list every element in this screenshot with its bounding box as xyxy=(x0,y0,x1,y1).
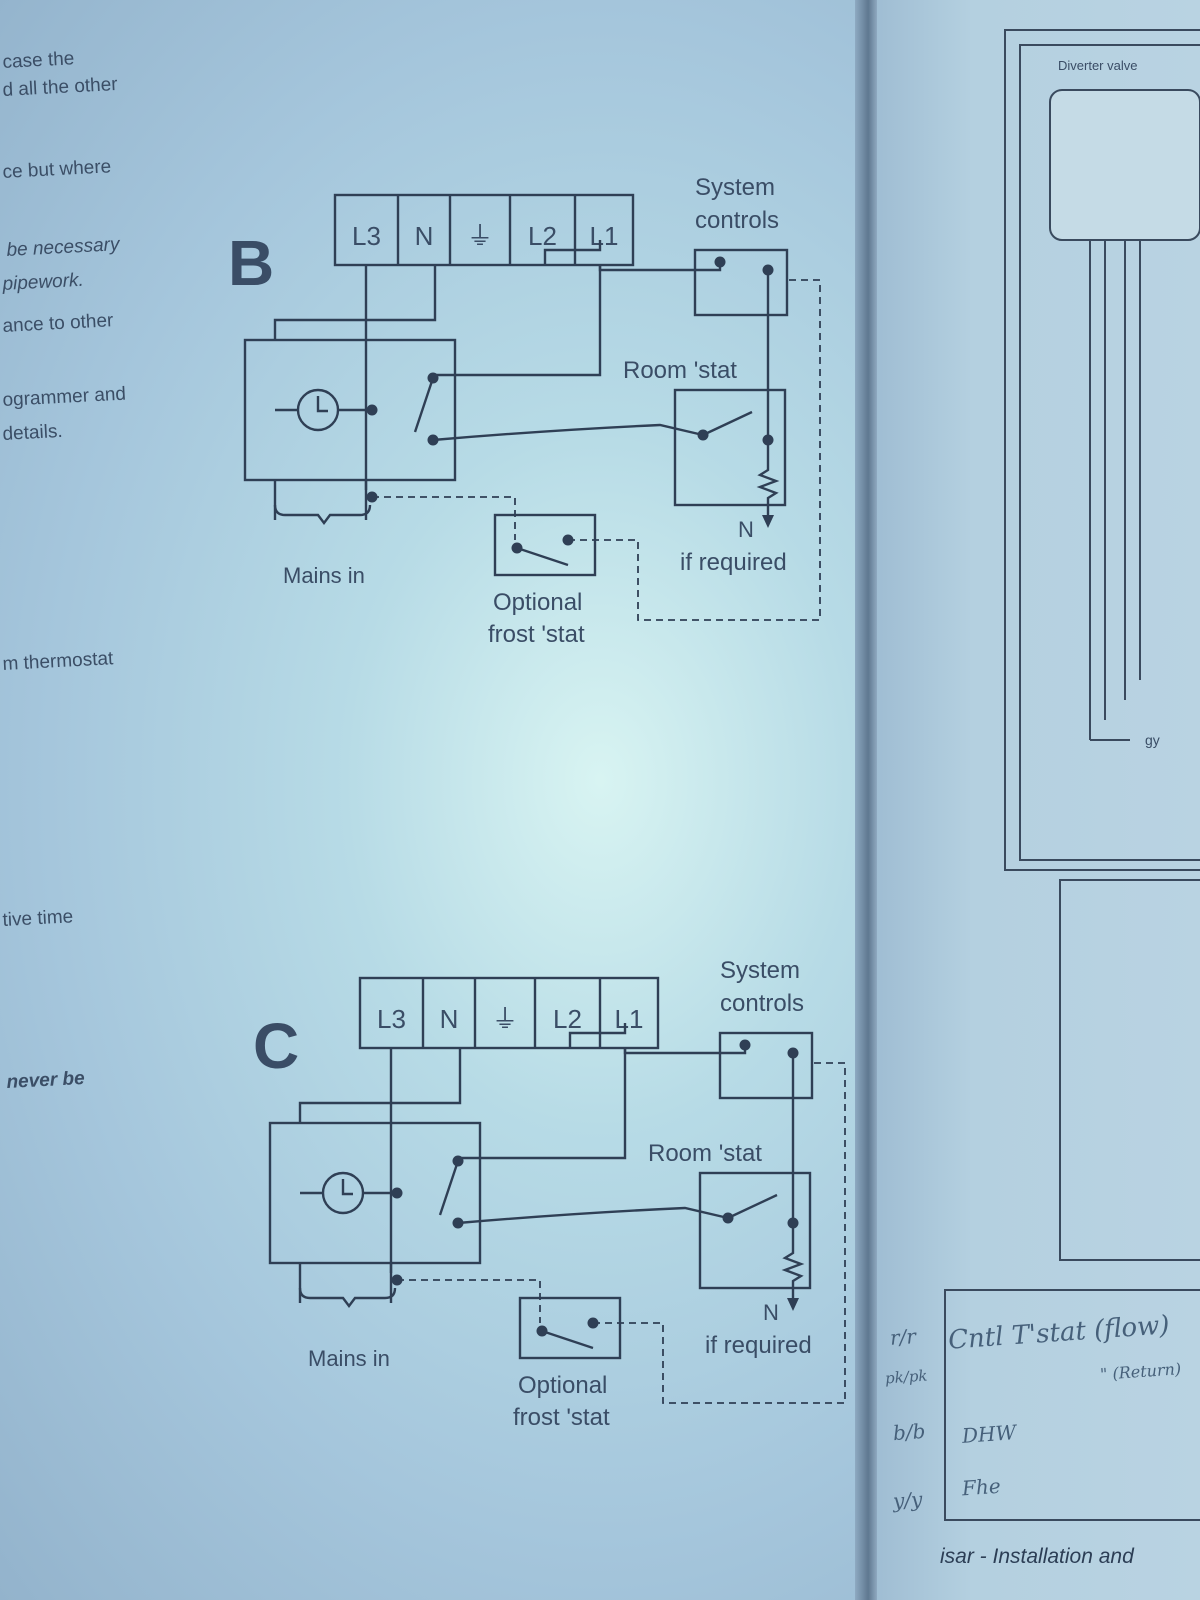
system-controls-label: controls xyxy=(695,207,779,234)
terminal-dot xyxy=(739,1039,751,1051)
terminal-dot xyxy=(427,434,439,446)
terminal-dot xyxy=(562,534,574,546)
terminal-dot xyxy=(697,429,709,441)
wire xyxy=(432,423,704,442)
terminal-dot xyxy=(391,1187,403,1199)
system-controls-label: System xyxy=(720,957,800,984)
terminal-dot xyxy=(714,256,726,268)
terminal-2: ⏚ xyxy=(492,1004,518,1034)
neutral-label: N xyxy=(763,1300,779,1325)
terminal-1: N xyxy=(415,221,434,251)
handwritten-code: pk/pk xyxy=(884,1366,929,1388)
clock-hands xyxy=(316,396,328,413)
handwritten-note: Fhe xyxy=(961,1473,1002,1501)
programmer-switch xyxy=(438,1160,460,1216)
terminal-dot xyxy=(366,491,378,503)
terminal-0: L3 xyxy=(377,1004,406,1034)
terminal-dot xyxy=(722,1212,734,1224)
handwritten-code: b/b xyxy=(892,1418,927,1446)
room-stat-box xyxy=(673,388,787,507)
room-stat-switch xyxy=(702,410,753,437)
wire xyxy=(458,1048,627,1160)
if-required-label: if required xyxy=(705,1332,812,1359)
terminal-dot xyxy=(391,1274,403,1286)
terminal-3: L2 xyxy=(528,221,557,251)
dashed-wire xyxy=(568,279,821,621)
terminal-dot xyxy=(452,1217,464,1229)
terminal-dot xyxy=(366,404,378,416)
diagram-letter: C xyxy=(253,1010,299,1082)
right-page-wiring xyxy=(944,29,1200,1521)
terminal-dot xyxy=(452,1155,464,1167)
terminal-3: L2 xyxy=(553,1004,582,1034)
diagram-letter: B xyxy=(228,227,274,299)
terminal-dot xyxy=(787,1217,799,1229)
wire xyxy=(457,1206,729,1225)
brace xyxy=(298,1287,397,1308)
terminal-dot xyxy=(511,542,523,554)
terminal-dot xyxy=(536,1325,548,1337)
system-controls-box xyxy=(693,248,789,317)
terminal-dot xyxy=(427,372,439,384)
book-gutter xyxy=(855,0,877,1600)
dashed-wire xyxy=(593,1062,846,1404)
programmer-box xyxy=(243,338,457,482)
terminal-dot xyxy=(762,264,774,276)
brace xyxy=(273,504,372,525)
terminal-1: N xyxy=(440,1004,459,1034)
terminal-dot xyxy=(587,1317,599,1329)
dashed-wire xyxy=(372,496,516,540)
mains-in-label: Mains in xyxy=(283,563,365,588)
terminal-4: L1 xyxy=(615,1004,644,1034)
frost-stat-label: frost 'stat xyxy=(488,621,585,648)
frost-stat-switch xyxy=(541,1329,594,1350)
if-required-label: if required xyxy=(680,549,787,576)
room-stat-box xyxy=(698,1171,812,1290)
frost-stat-box xyxy=(493,513,597,577)
handwritten-code: r/r xyxy=(889,1324,917,1350)
terminal-block xyxy=(333,193,635,267)
terminal-dot xyxy=(762,434,774,446)
room-stat-resistor xyxy=(781,1223,805,1303)
dashed-wire xyxy=(397,1279,541,1323)
frost-stat-label: Optional xyxy=(518,1372,607,1399)
neutral-label: N xyxy=(738,517,754,542)
terminal-block xyxy=(358,976,660,1050)
wire xyxy=(433,265,602,377)
frost-stat-label: Optional xyxy=(493,589,582,616)
programmer-switch xyxy=(413,377,435,433)
clock-hands xyxy=(341,1179,353,1196)
system-controls-label: System xyxy=(695,174,775,201)
arrow-icon xyxy=(787,1298,799,1311)
terminal-2: ⏚ xyxy=(467,221,493,251)
terminal-dot xyxy=(787,1047,799,1059)
frost-stat-switch xyxy=(516,546,569,567)
diverter-valve-label: Diverter valve xyxy=(1058,58,1137,73)
right-page xyxy=(875,0,1200,1600)
terminal-0: L3 xyxy=(352,221,381,251)
handwritten-note: DHW xyxy=(961,1420,1017,1448)
wire-label-gy: gy xyxy=(1145,732,1160,748)
wire xyxy=(298,1048,462,1123)
room-stat-label: Room 'stat xyxy=(623,357,737,384)
mains-in-label: Mains in xyxy=(308,1346,390,1371)
system-controls-box xyxy=(718,1031,814,1100)
room-stat-resistor xyxy=(756,440,780,520)
system-controls-label: controls xyxy=(720,990,804,1017)
wire xyxy=(273,265,437,340)
frost-stat-box xyxy=(518,1296,622,1360)
room-stat-switch xyxy=(727,1193,778,1220)
handwritten-code: y/y xyxy=(892,1487,924,1513)
page-footer: isar - Installation and xyxy=(940,1545,1134,1568)
frost-stat-label: frost 'stat xyxy=(513,1404,610,1431)
arrow-icon xyxy=(762,515,774,528)
room-stat-label: Room 'stat xyxy=(648,1140,762,1167)
terminal-4: L1 xyxy=(590,221,619,251)
programmer-box xyxy=(268,1121,482,1265)
